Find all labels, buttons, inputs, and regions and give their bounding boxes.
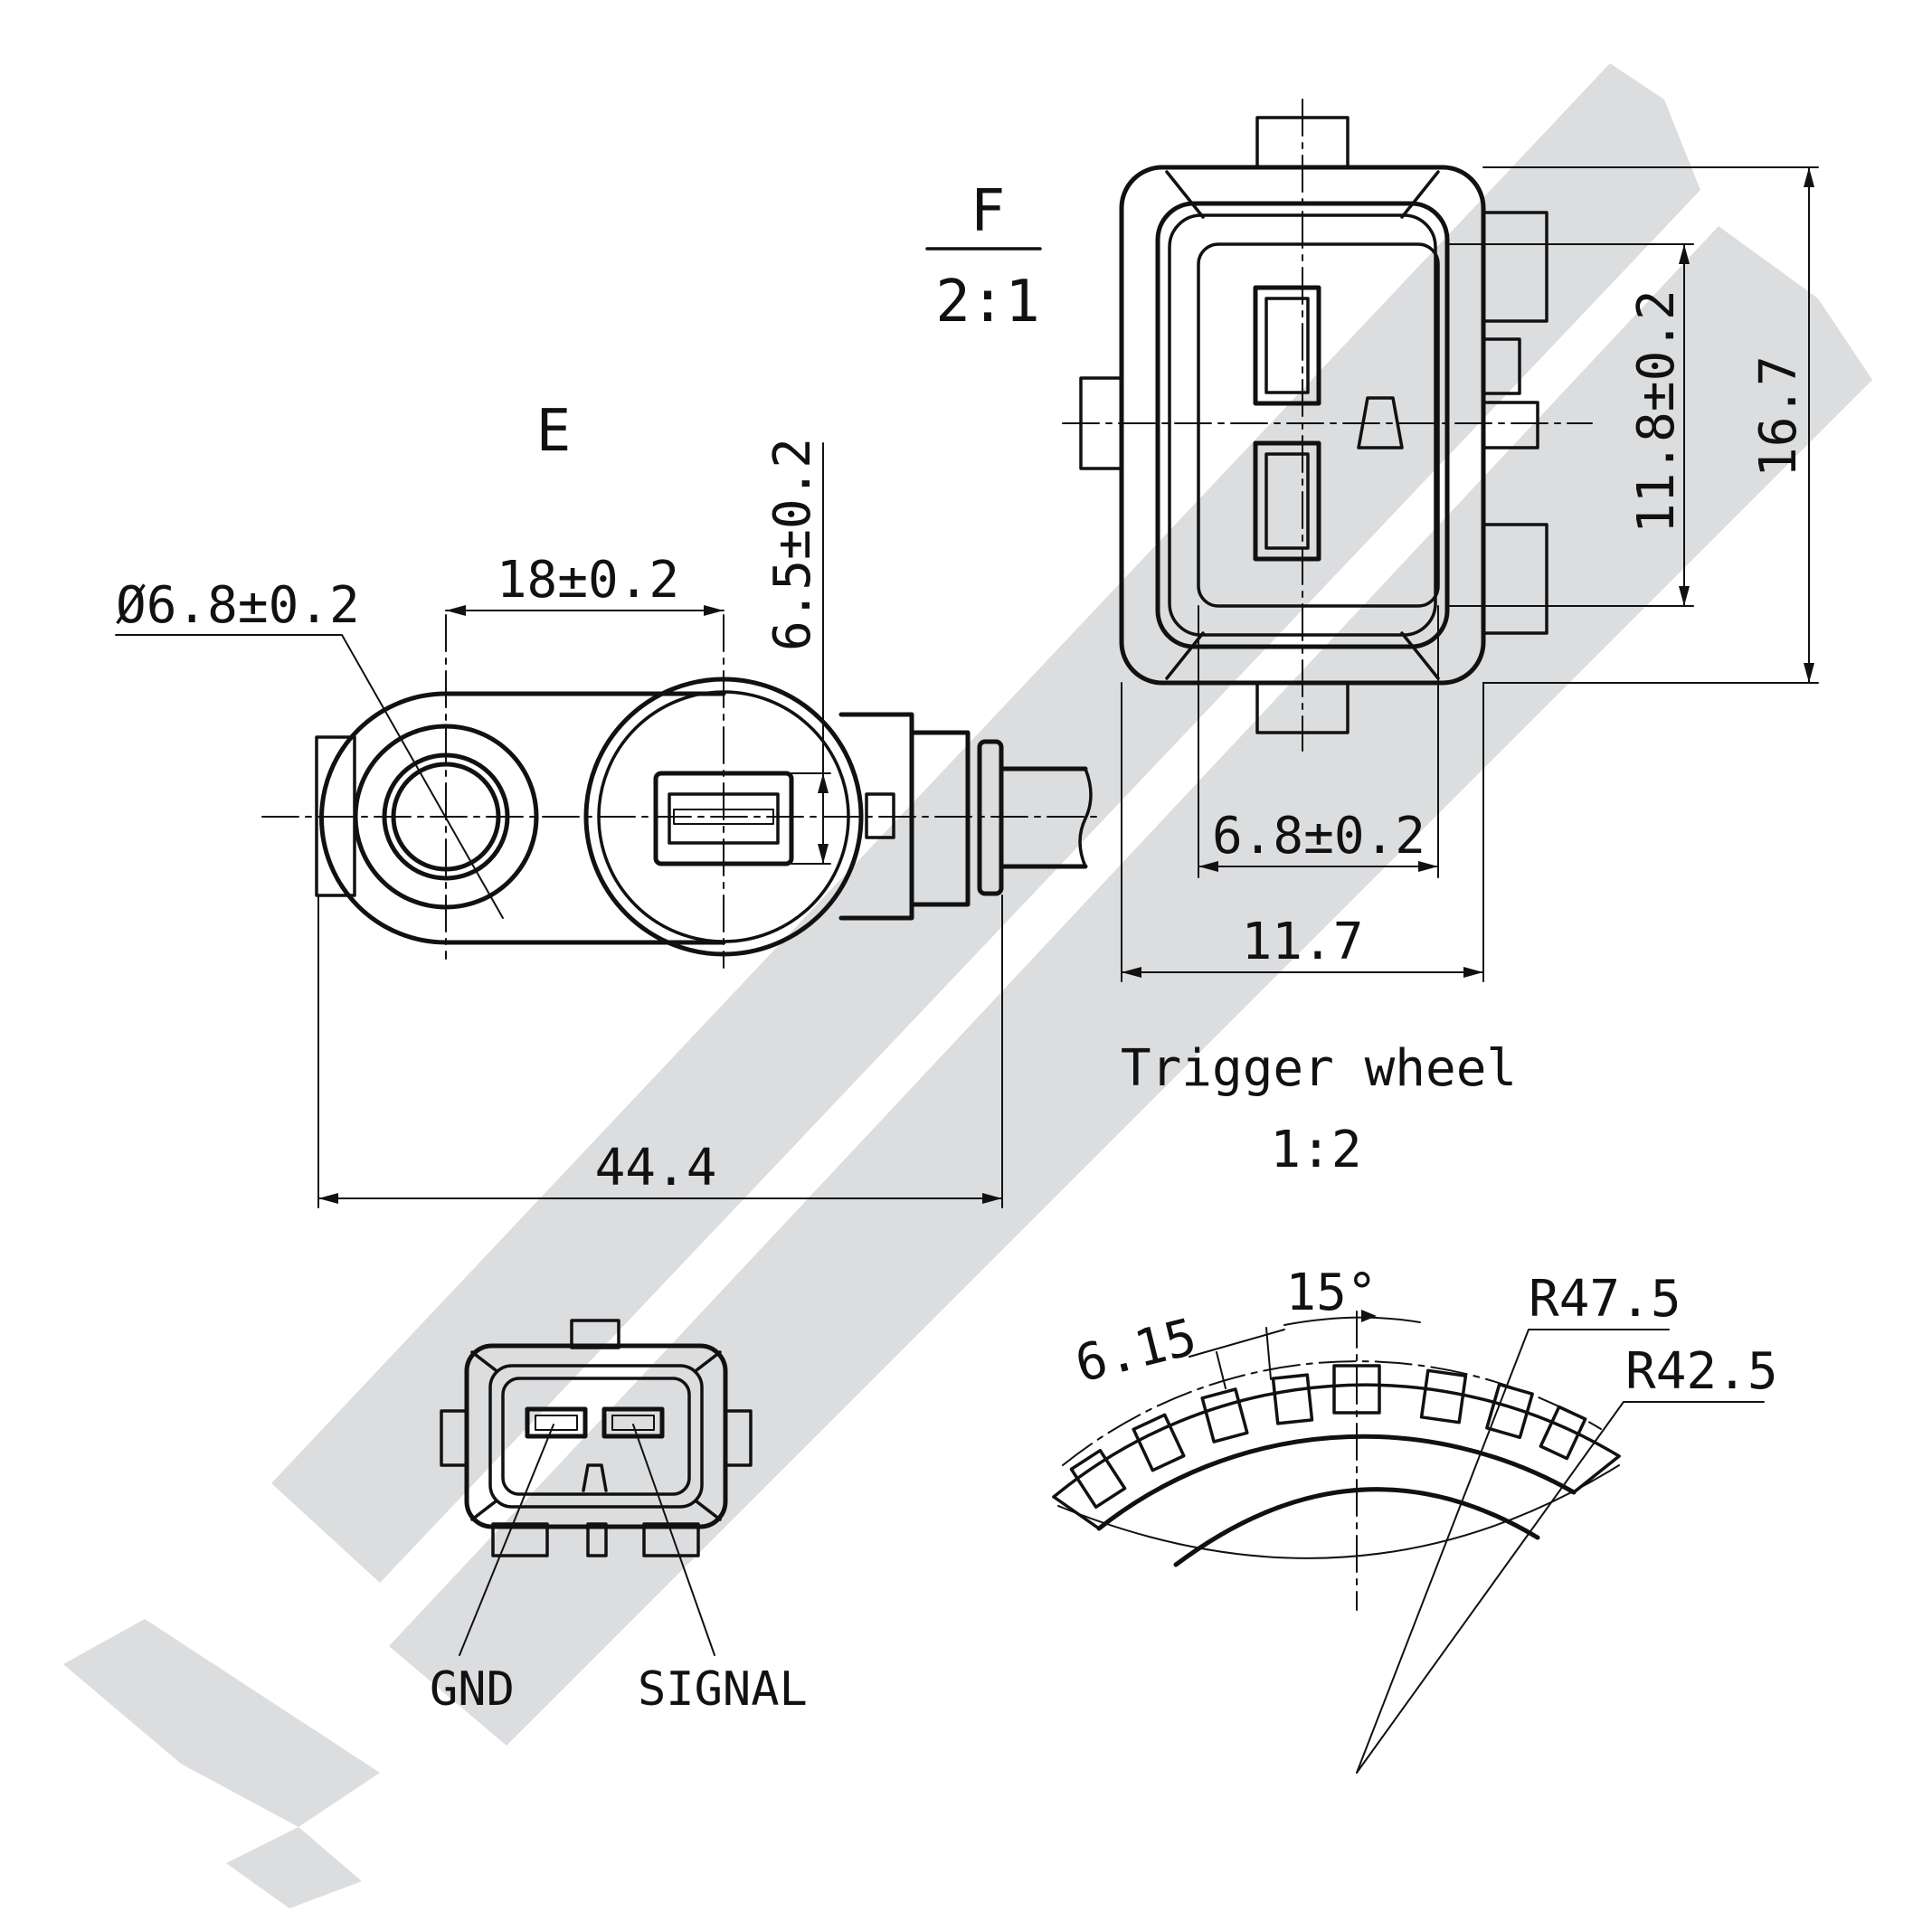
inner-height-dim: 11.8±0.2	[1627, 289, 1686, 534]
view-e: E Ø6.8±0.2 18±0.2	[115, 398, 1100, 1208]
gnd-pin-inner	[535, 1415, 578, 1431]
pinout-foot-left	[491, 1522, 549, 1557]
wheel-tooth	[1419, 1368, 1468, 1425]
pinout-cavity	[501, 1377, 691, 1496]
wheel-tooth	[1200, 1387, 1249, 1444]
trigger-wheel-scale: 1:2	[1270, 1121, 1361, 1179]
trigger-wheel-title: Trigger wheel	[1121, 1039, 1517, 1098]
cable-collar	[909, 730, 971, 907]
outer-radius-dim: R47.5	[1529, 1270, 1681, 1329]
pin-lower-inner	[1264, 452, 1310, 550]
pinout-foot-right	[642, 1522, 700, 1557]
gnd-label: GND	[430, 1662, 515, 1717]
trigger-wheel: Trigger wheel 1:2 6.15 15°	[1052, 1039, 1778, 1774]
signal-pin-inner	[611, 1415, 655, 1431]
pinout-housing-inner	[488, 1364, 704, 1509]
watermark-logo	[63, 63, 1872, 1908]
view-f-title: F	[971, 178, 1006, 245]
overall-length-dim: 44.4	[595, 1139, 717, 1197]
tooth-dimline	[1189, 1329, 1285, 1358]
pinout-chamfers	[470, 1350, 722, 1521]
wheel-lower-edge	[1057, 1464, 1620, 1559]
signal-label: SIGNAL	[638, 1662, 808, 1717]
hole-diameter-dim: Ø6.8±0.2	[116, 576, 360, 635]
gnd-pin	[525, 1406, 588, 1439]
wheel-tooth	[1132, 1413, 1186, 1472]
connector-cavity	[1197, 242, 1440, 608]
outer-radius-leader	[1356, 1329, 1670, 1774]
tooth-dim-ext	[1216, 1327, 1272, 1389]
view-e-title: E	[536, 398, 572, 465]
inner-width-ext	[1198, 605, 1439, 878]
wheel-tooth	[1485, 1382, 1534, 1440]
signal-pin	[601, 1406, 665, 1439]
signal-leader	[632, 1424, 715, 1656]
outer-width-ext	[1121, 682, 1484, 982]
hole-diameter-leader	[115, 634, 504, 919]
wheel-teeth	[1069, 1364, 1587, 1510]
inner-height-ext	[1446, 243, 1694, 607]
terminal-height-dim: 6.5±0.2	[763, 438, 822, 651]
wheel-tooth	[1271, 1373, 1314, 1425]
outer-height-ext	[1482, 166, 1819, 684]
inner-radius-dim: R42.5	[1625, 1342, 1778, 1401]
connector-pinout: GND SIGNAL	[430, 1319, 808, 1717]
pin-lower	[1253, 440, 1321, 562]
pin-upper	[1253, 285, 1321, 406]
pinout-foot-mid	[586, 1522, 608, 1557]
outer-width-dim: 11.7	[1242, 913, 1364, 971]
view-f: F 2:1 11.8±0.2	[925, 99, 1819, 982]
inner-radius-leader	[1356, 1401, 1765, 1774]
gnd-leader	[459, 1424, 554, 1656]
view-f-scale: 2:1	[935, 269, 1040, 336]
pinout-housing-outer	[464, 1343, 728, 1529]
body-left-arc	[319, 691, 449, 945]
wheel-root-arc	[1096, 1434, 1577, 1531]
wheel-tooth	[1069, 1448, 1127, 1510]
tooth-width-dim: 6.15	[1070, 1308, 1203, 1395]
wheel-tooth	[1539, 1405, 1587, 1461]
cable-break	[1078, 767, 1093, 868]
angle-dimline	[1283, 1316, 1421, 1326]
pinout-key	[582, 1463, 608, 1492]
wheel-outer-arc	[1052, 1383, 1621, 1499]
hole-spacing-dim: 18±0.2	[497, 551, 679, 610]
outer-height-dim: 16.7	[1749, 355, 1808, 478]
wheel-pitch-arc	[1062, 1360, 1602, 1466]
housing-chamfers	[1165, 170, 1440, 680]
inner-width-dim: 6.8±0.2	[1212, 807, 1425, 866]
polarization-key	[1357, 396, 1404, 450]
overall-length-ext	[317, 895, 1003, 1208]
pin-upper-inner	[1264, 297, 1310, 394]
cable-edges	[999, 766, 1088, 869]
tooth-angle-dim: 15°	[1285, 1264, 1377, 1322]
